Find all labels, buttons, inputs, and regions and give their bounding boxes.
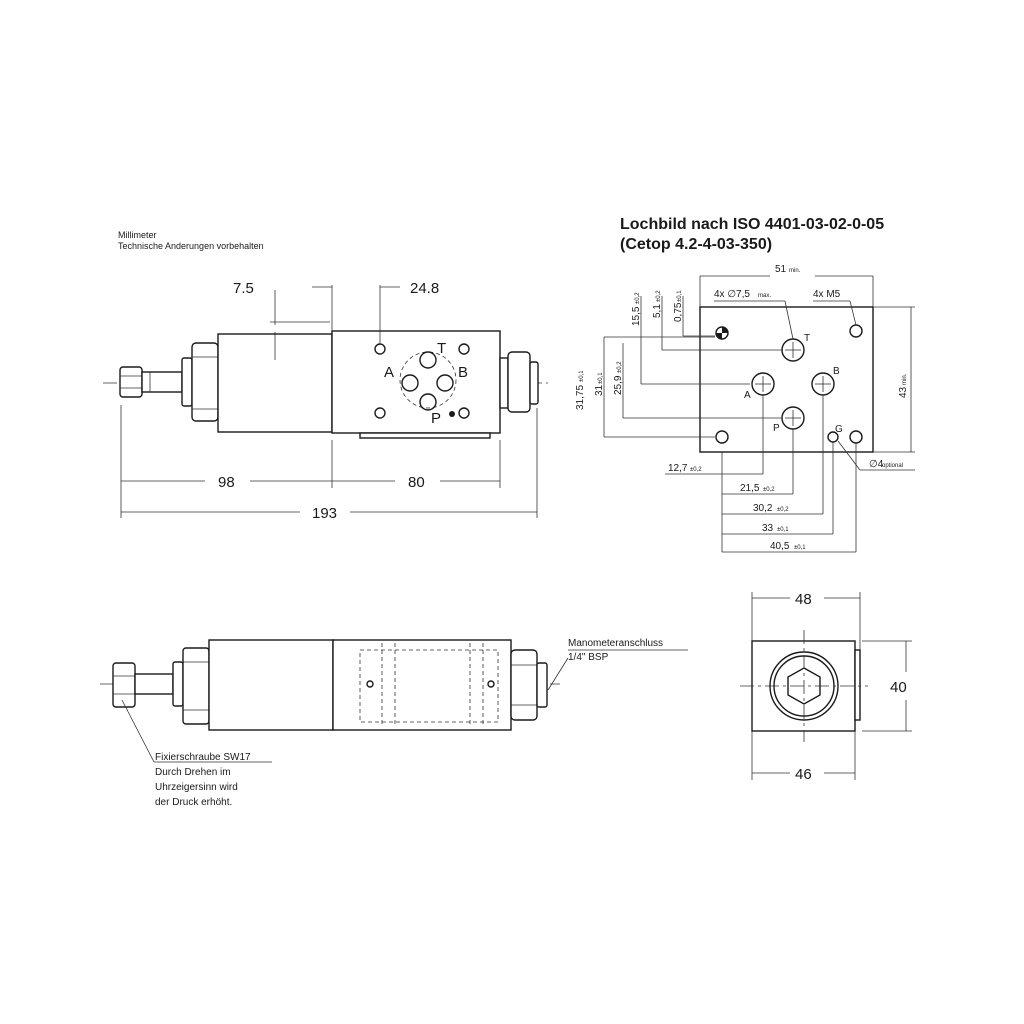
pin-note: ∅4 [869, 459, 884, 470]
hdim-40-5: 40,5 [770, 541, 790, 552]
front-port-b [436, 374, 454, 392]
vertical-dims: 15,5 ±0,2 5,1 ±0,2 0,75 ±0,1 31,75 ±0,1 … [575, 290, 684, 410]
top-locknut [172, 661, 184, 707]
thread-hole [715, 430, 729, 444]
front-port-a [401, 374, 419, 392]
horizontal-dims: 12,7 ±0,2 21,5 ±0,2 30,2 ±0,2 33 ±0,1 40… [668, 463, 806, 552]
svg-text:±0,2: ±0,2 [777, 507, 789, 513]
dim-43-tol: min. [902, 373, 908, 385]
screw-note-2: Uhrzeigersinn wird [155, 782, 238, 793]
hdim-12-7: 12,7 [668, 463, 688, 474]
vdim-31-75: 31,75 [575, 385, 586, 410]
svg-text:±0,2: ±0,2 [617, 361, 623, 373]
svg-text:±0,2: ±0,2 [635, 292, 641, 304]
front-port-outline [399, 351, 457, 409]
port-label-a: A [744, 390, 751, 401]
pin-note-tol: optional [882, 463, 903, 469]
port-label-g: G [835, 424, 843, 435]
units-note: Millimeter [118, 230, 157, 240]
front-label-p: P [431, 410, 441, 427]
top-valve-block [332, 639, 512, 731]
port-label-p: P [773, 423, 780, 434]
front-valve-block [331, 330, 501, 434]
top-gauge-cap [536, 662, 548, 708]
front-view: T A B P 7.5 24.8 98 80 193 [103, 280, 548, 522]
dim-48: 48 [795, 591, 812, 608]
vdim-15-5: 15,5 [631, 306, 642, 326]
dim-98: 98 [218, 474, 235, 491]
front-gauge-nut [499, 357, 509, 409]
top-screw-hole [366, 680, 374, 688]
vdim-0-75: 0,75 [673, 302, 684, 322]
port-label-b: B [833, 366, 840, 377]
dim-51: 51 [775, 264, 787, 275]
hdim-33: 33 [762, 523, 774, 534]
dim-40: 40 [890, 679, 907, 696]
front-locknut [181, 357, 193, 407]
dim-46: 46 [795, 766, 812, 783]
svg-text:±0,1: ±0,1 [579, 370, 585, 382]
svg-text:±0,2: ±0,2 [656, 290, 662, 302]
top-screw-hole [487, 680, 495, 688]
end-hex-socket [787, 667, 821, 705]
hole-pattern-view: T A B P G 51 min. 4x ∅7,5 max. 4x M5 43 … [575, 264, 915, 553]
front-port-t [419, 351, 437, 369]
svg-text:±0,2: ±0,2 [690, 467, 702, 473]
end-view: 48 40 46 [740, 591, 912, 783]
end-lip [854, 649, 861, 721]
vdim-5-1: 5,1 [652, 304, 663, 318]
screw-note-1: Durch Drehen im [155, 767, 231, 778]
dim-24-8: 24.8 [410, 280, 439, 297]
thread-note: 4x M5 [813, 289, 841, 300]
dim-43: 43 [898, 386, 909, 398]
svg-text:±0,1: ±0,1 [598, 372, 604, 384]
top-cylinder [208, 639, 334, 731]
front-port-p [419, 393, 437, 411]
svg-text:±0,1: ±0,1 [677, 290, 683, 302]
thread-marker [722, 327, 728, 333]
dim-7-5: 7.5 [233, 280, 254, 297]
hdim-30-2: 30,2 [753, 503, 773, 514]
top-gauge-plug [510, 649, 538, 721]
vdim-25-9: 25,9 [613, 375, 624, 395]
gauge-label: Manometeranschluss [568, 638, 663, 649]
svg-text:±0,1: ±0,1 [777, 527, 789, 533]
dim-80: 80 [408, 474, 425, 491]
svg-text:±0,2: ±0,2 [763, 487, 775, 493]
holes-note-tol: max. [758, 293, 771, 299]
hole-pattern-plate [699, 306, 874, 453]
dim-51-tol: min. [789, 268, 801, 274]
hole-pattern-subtitle: (Cetop 4.2-4-03-350) [620, 236, 772, 253]
front-mount-hole [458, 407, 470, 419]
screw-label: Fixierschraube SW17 [155, 752, 251, 763]
hole-pattern-title: Lochbild nach ISO 4401-03-02-0-05 [620, 216, 884, 233]
front-valve-seal [359, 432, 491, 439]
top-hex-body [182, 647, 210, 725]
top-screw-hex [112, 662, 136, 708]
front-label-b: B [458, 364, 468, 381]
front-gauge-plug [507, 351, 531, 413]
front-gauge-cap [529, 361, 539, 405]
gauge-thread-label: 1/4" BSP [568, 652, 609, 663]
screw-note-3: der Druck erhöht. [155, 797, 232, 808]
front-label-a: A [384, 364, 394, 381]
port-label-t: T [804, 333, 810, 344]
front-pin [449, 411, 455, 417]
top-view: Manometeranschluss 1/4" BSP Fixierschrau… [100, 638, 688, 808]
front-screw-hex [119, 366, 143, 398]
vdim-31: 31 [594, 384, 605, 396]
front-mount-hole [374, 407, 386, 419]
front-label-t: T [437, 340, 446, 357]
top-shaft [134, 673, 174, 695]
front-shaft [141, 371, 183, 393]
holes-note: 4x ∅7,5 [714, 289, 750, 300]
dim-193: 193 [312, 505, 337, 522]
front-mount-hole [458, 343, 470, 355]
svg-text:±0,1: ±0,1 [794, 545, 806, 551]
disclaimer-note: Technische Anderungen vorbehalten [118, 241, 264, 251]
hdim-21-5: 21,5 [740, 483, 760, 494]
